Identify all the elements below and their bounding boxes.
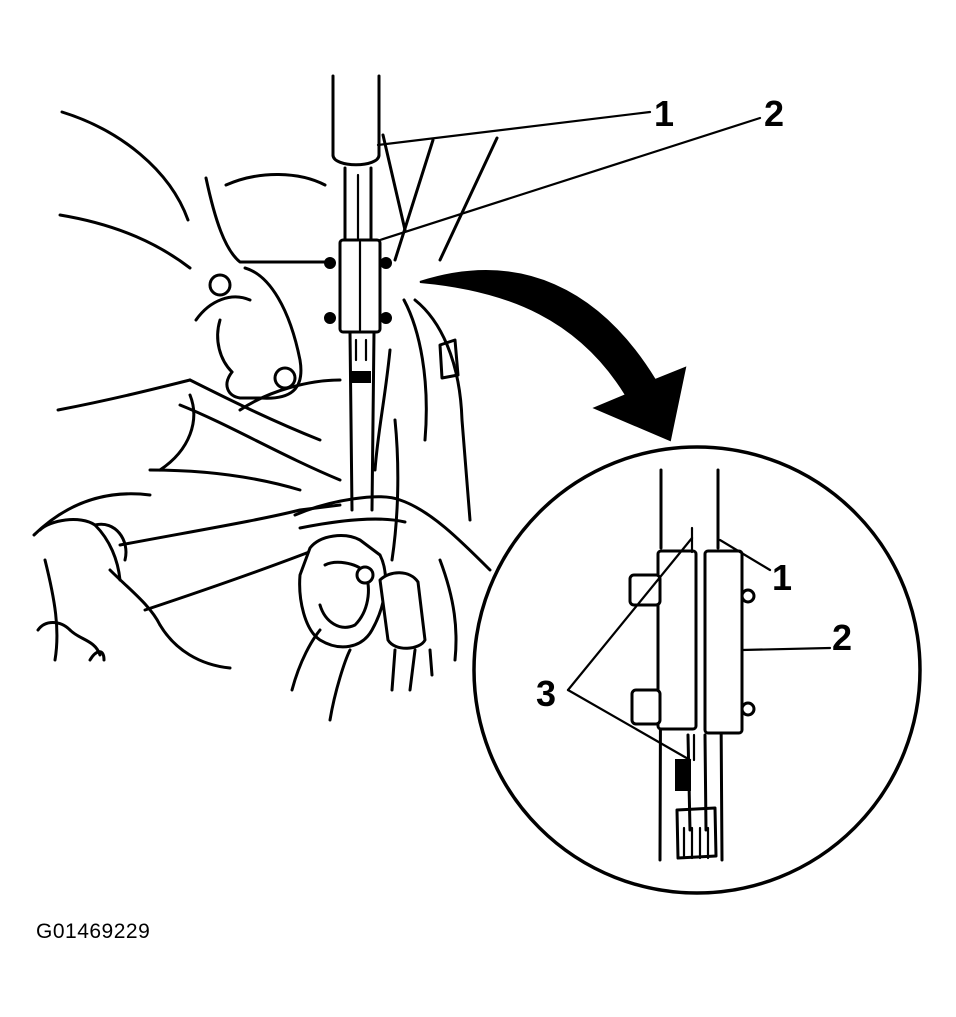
detail-callout-2: 2 <box>832 617 852 658</box>
coupling-bolt-icon <box>380 257 392 269</box>
callout-1: 1 <box>654 93 674 134</box>
detail-callout-3: 3 <box>536 673 556 714</box>
joint-bolt-icon <box>355 565 375 585</box>
detail-magnified-view <box>472 445 922 895</box>
intermediate-shaft-joint <box>290 534 458 722</box>
instrument-panel-edges <box>373 133 499 562</box>
coupling-bolt-icon <box>324 257 336 269</box>
bolt-head-icon <box>273 366 297 390</box>
coupling-bolt-icon <box>324 312 336 324</box>
callout-2: 2 <box>764 93 784 134</box>
steering-shaft <box>324 74 392 512</box>
coupling-bolt-icon <box>380 312 392 324</box>
detail-callout-1: 1 <box>772 557 792 598</box>
column-bracket <box>148 173 342 492</box>
leader-lines <box>376 110 832 762</box>
bolt-hole-icon <box>208 273 232 297</box>
mechanic-hand <box>36 518 232 670</box>
detail-arrow-icon <box>419 270 687 442</box>
figure-code: G01469229 <box>36 920 151 943</box>
